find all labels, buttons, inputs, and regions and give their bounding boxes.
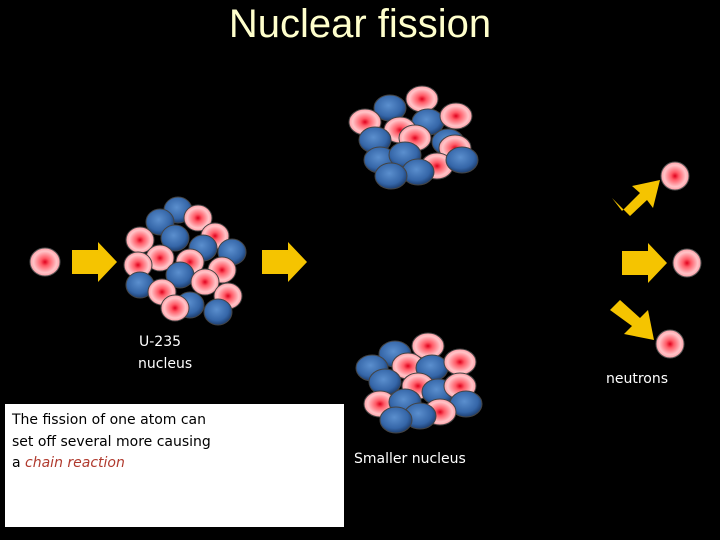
info-line-1: The fission of one atom can (12, 412, 206, 428)
info-text: The fission of one atom can set off seve… (12, 410, 332, 475)
info-line-2: set off several more causing (12, 433, 211, 450)
arrow-right-icon (622, 243, 667, 283)
neutrons-label: neutrons (606, 371, 669, 387)
u235-label-line2: nucleus (138, 356, 193, 372)
page-title: Nuclear fission (228, 2, 492, 46)
arrow-right-icon (262, 242, 307, 282)
arrow-right-icon (72, 242, 117, 282)
upper-daughter-nucleus (348, 85, 479, 190)
chain-reaction-emphasis: chain reaction (25, 455, 125, 471)
u235-label-line1: U-235 (139, 334, 182, 350)
outgoing-neutrons (655, 161, 702, 359)
info-line-3-prefix: a (12, 455, 26, 471)
u235-nucleus (123, 196, 247, 326)
lower-daughter-nucleus (355, 332, 483, 434)
smaller-nucleus-label: Smaller nucleus (354, 451, 466, 467)
incoming-neutron (29, 247, 61, 277)
info-box: The fission of one atom can set off seve… (5, 404, 344, 527)
info-line-3: a chain reaction (12, 453, 332, 475)
arrow-down-right-icon (610, 300, 654, 340)
arrow-up-right-icon (612, 180, 660, 216)
